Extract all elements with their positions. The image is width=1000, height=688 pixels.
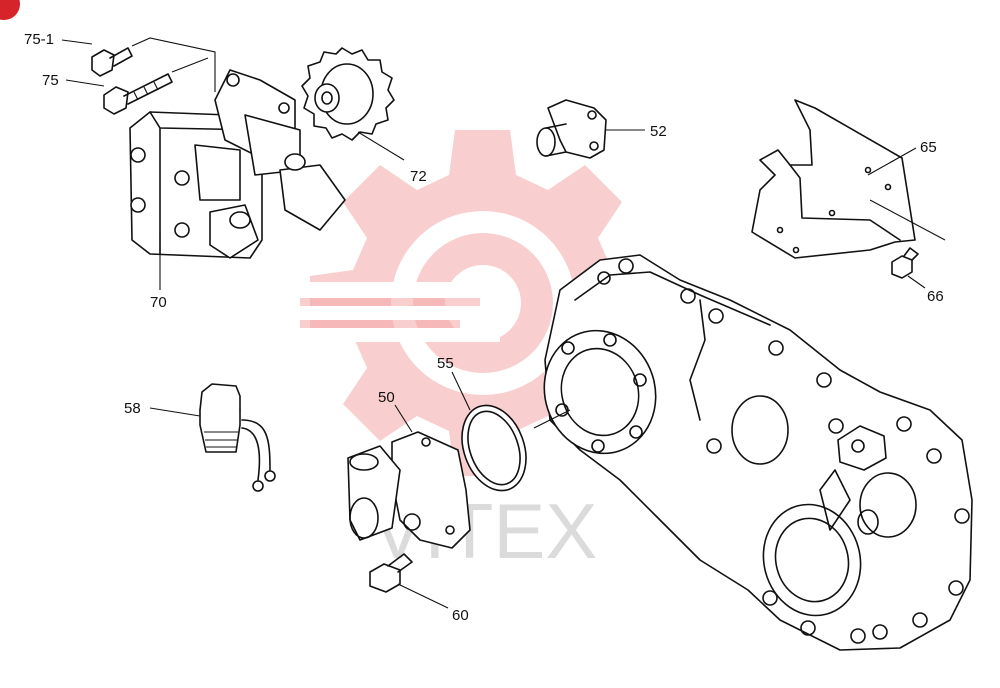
callout-60: 60 xyxy=(452,607,469,624)
callout-58: 58 xyxy=(124,400,141,417)
part-58-sensor xyxy=(149,383,276,492)
corner-badge xyxy=(0,0,20,20)
callout-52: 52 xyxy=(650,123,667,140)
part-55-o-ring xyxy=(451,371,527,492)
part-66-bolt xyxy=(891,247,926,289)
callout-50: 50 xyxy=(378,389,395,406)
watermark-logo xyxy=(300,130,655,476)
callout-55: 55 xyxy=(437,355,454,372)
part-72-gear xyxy=(301,47,405,161)
part-75-bolt xyxy=(65,57,209,115)
gear-case-housing xyxy=(533,254,973,651)
callout-75: 75 xyxy=(42,72,59,89)
part-65-bracket xyxy=(751,99,946,259)
part-70-pump xyxy=(129,69,346,290)
part-50-outlet xyxy=(347,404,471,549)
callout-72: 72 xyxy=(410,168,427,185)
callout-66: 66 xyxy=(927,288,944,305)
part-52-fitting xyxy=(536,99,645,159)
part-60-bolt xyxy=(369,553,449,609)
callout-75-1: 75-1 xyxy=(24,31,54,48)
callout-65: 65 xyxy=(920,139,937,156)
part-75-1-bolt xyxy=(61,37,216,92)
callout-70: 70 xyxy=(150,294,167,311)
